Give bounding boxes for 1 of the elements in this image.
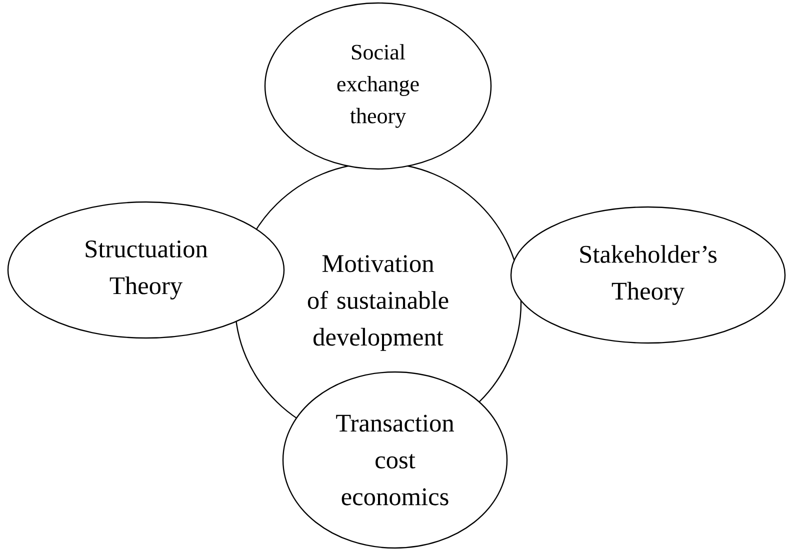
node-label: Stakeholder’s Theory [580, 245, 717, 305]
